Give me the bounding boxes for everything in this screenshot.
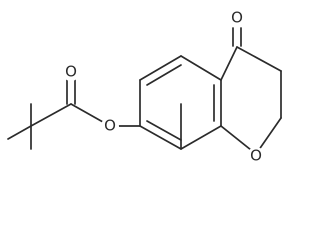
bond-ring-lower-right [180,125,222,150]
atom-labels: O O O O [65,9,262,165]
ester-oxygen-mask [101,117,119,135]
bond-ring-to-ketone-carbon [220,46,238,81]
bond-ring-upper-right [180,55,222,81]
bond-ch2-to-ring-oxygen [255,117,282,155]
bond-tbutyl-methyl-left [7,125,32,140]
bond-ring-top [139,55,182,81]
bond-ring-lower-left [139,125,182,150]
bond-ketone-to-ch2 [236,46,282,72]
bond-ring-top-inner [146,64,182,86]
ring-oxygen-mask [247,147,265,165]
atom-label-ring-oxygen: O [250,147,262,165]
atom-label-ketone-oxygen: O [231,9,243,27]
bond-ring-lower-left-inner [146,120,182,141]
atom-label-carbonyl-oxygen: O [65,63,77,81]
carbonyl-oxygen-mask [62,63,80,81]
bond-lines [7,27,282,155]
bond-carbonyl-to-quaternary-carbon [30,103,72,127]
ketone-oxygen-mask [228,9,246,27]
atom-label-ester-oxygen: O [104,117,116,135]
molecular-structure-diagram: O O O O [7,9,282,165]
atom-label-masks [62,9,265,165]
